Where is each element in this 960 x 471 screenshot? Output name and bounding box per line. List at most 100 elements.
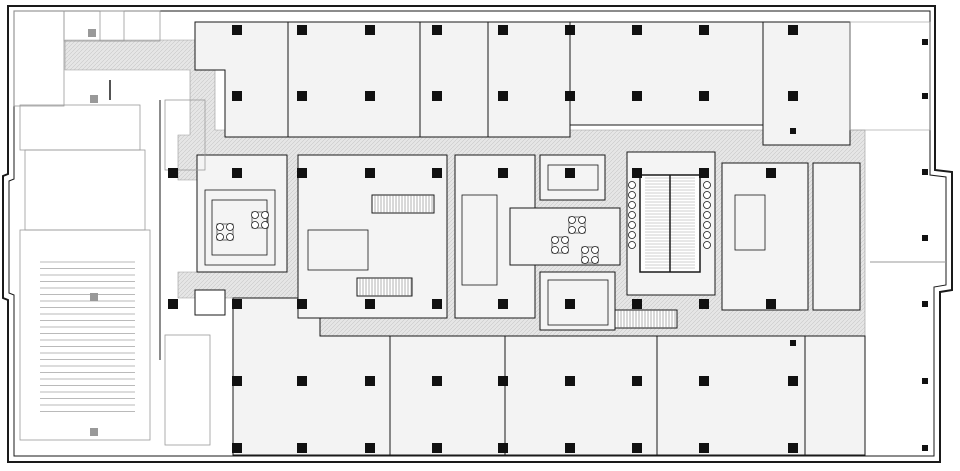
furniture-outline bbox=[547, 279, 609, 326]
column bbox=[365, 376, 375, 386]
chair bbox=[703, 201, 711, 209]
gray-marker bbox=[90, 95, 98, 103]
chair bbox=[578, 216, 586, 224]
column bbox=[766, 168, 776, 178]
perimeter-column bbox=[922, 235, 928, 241]
chair bbox=[703, 211, 711, 219]
chair bbox=[628, 181, 636, 189]
column bbox=[632, 443, 642, 453]
column bbox=[432, 376, 442, 386]
column bbox=[297, 299, 307, 309]
gray-marker bbox=[88, 29, 96, 37]
perimeter-column bbox=[922, 301, 928, 307]
service-wing bbox=[13, 10, 211, 446]
gray-marker bbox=[90, 428, 98, 436]
core-room bbox=[539, 271, 616, 331]
service-room bbox=[63, 10, 125, 42]
column bbox=[297, 168, 307, 178]
chair bbox=[568, 226, 576, 234]
chair bbox=[561, 246, 569, 254]
column bbox=[432, 91, 442, 101]
column bbox=[565, 25, 575, 35]
service-room bbox=[19, 104, 141, 151]
column bbox=[699, 376, 709, 386]
table-cluster bbox=[216, 223, 234, 241]
chair bbox=[251, 221, 259, 229]
column bbox=[432, 168, 442, 178]
furniture-outline bbox=[547, 164, 599, 191]
column bbox=[365, 25, 375, 35]
column bbox=[365, 168, 375, 178]
chair bbox=[591, 246, 599, 254]
structural-columns bbox=[168, 25, 928, 453]
chair bbox=[628, 221, 636, 229]
column bbox=[498, 25, 508, 35]
chair bbox=[628, 201, 636, 209]
perimeter-column bbox=[922, 169, 928, 175]
column bbox=[565, 376, 575, 386]
column bbox=[498, 91, 508, 101]
service-room bbox=[164, 99, 206, 171]
column bbox=[365, 443, 375, 453]
table-cluster bbox=[251, 211, 269, 229]
chair bbox=[551, 246, 559, 254]
column bbox=[699, 91, 709, 101]
table-cluster bbox=[551, 236, 569, 254]
column bbox=[297, 25, 307, 35]
column bbox=[232, 443, 242, 453]
service-room bbox=[13, 10, 65, 107]
chair bbox=[568, 216, 576, 224]
column bbox=[498, 443, 508, 453]
chair bbox=[578, 226, 586, 234]
chair bbox=[628, 241, 636, 249]
column bbox=[632, 91, 642, 101]
elevator-lobby bbox=[194, 289, 226, 316]
perimeter-column bbox=[790, 128, 796, 134]
column bbox=[297, 443, 307, 453]
column bbox=[432, 299, 442, 309]
column bbox=[632, 25, 642, 35]
column bbox=[699, 25, 709, 35]
column bbox=[788, 25, 798, 35]
perimeter-column bbox=[922, 93, 928, 99]
chair bbox=[261, 221, 269, 229]
column bbox=[498, 376, 508, 386]
column bbox=[565, 168, 575, 178]
column bbox=[297, 91, 307, 101]
stair bbox=[614, 309, 678, 329]
chair bbox=[703, 231, 711, 239]
perimeter-column bbox=[922, 39, 928, 45]
exterior-wall bbox=[2, 5, 953, 463]
chair bbox=[703, 241, 711, 249]
chair bbox=[251, 211, 259, 219]
column bbox=[699, 443, 709, 453]
column bbox=[432, 25, 442, 35]
column bbox=[766, 299, 776, 309]
chair bbox=[226, 223, 234, 231]
column bbox=[232, 91, 242, 101]
chair bbox=[226, 233, 234, 241]
stair bbox=[371, 194, 435, 214]
interior-wall-line bbox=[8, 10, 947, 457]
column bbox=[498, 299, 508, 309]
furniture-outline bbox=[307, 229, 369, 271]
perimeter-column bbox=[922, 445, 928, 451]
column bbox=[565, 299, 575, 309]
chair bbox=[216, 233, 224, 241]
furniture-outline bbox=[461, 194, 498, 286]
column bbox=[788, 443, 798, 453]
column bbox=[168, 168, 178, 178]
column bbox=[788, 376, 798, 386]
service-room bbox=[164, 334, 211, 446]
column bbox=[632, 376, 642, 386]
column bbox=[432, 443, 442, 453]
chair bbox=[628, 231, 636, 239]
column bbox=[232, 376, 242, 386]
chair bbox=[216, 223, 224, 231]
column bbox=[365, 299, 375, 309]
chair bbox=[581, 246, 589, 254]
chair bbox=[628, 211, 636, 219]
chair bbox=[628, 191, 636, 199]
column bbox=[365, 91, 375, 101]
